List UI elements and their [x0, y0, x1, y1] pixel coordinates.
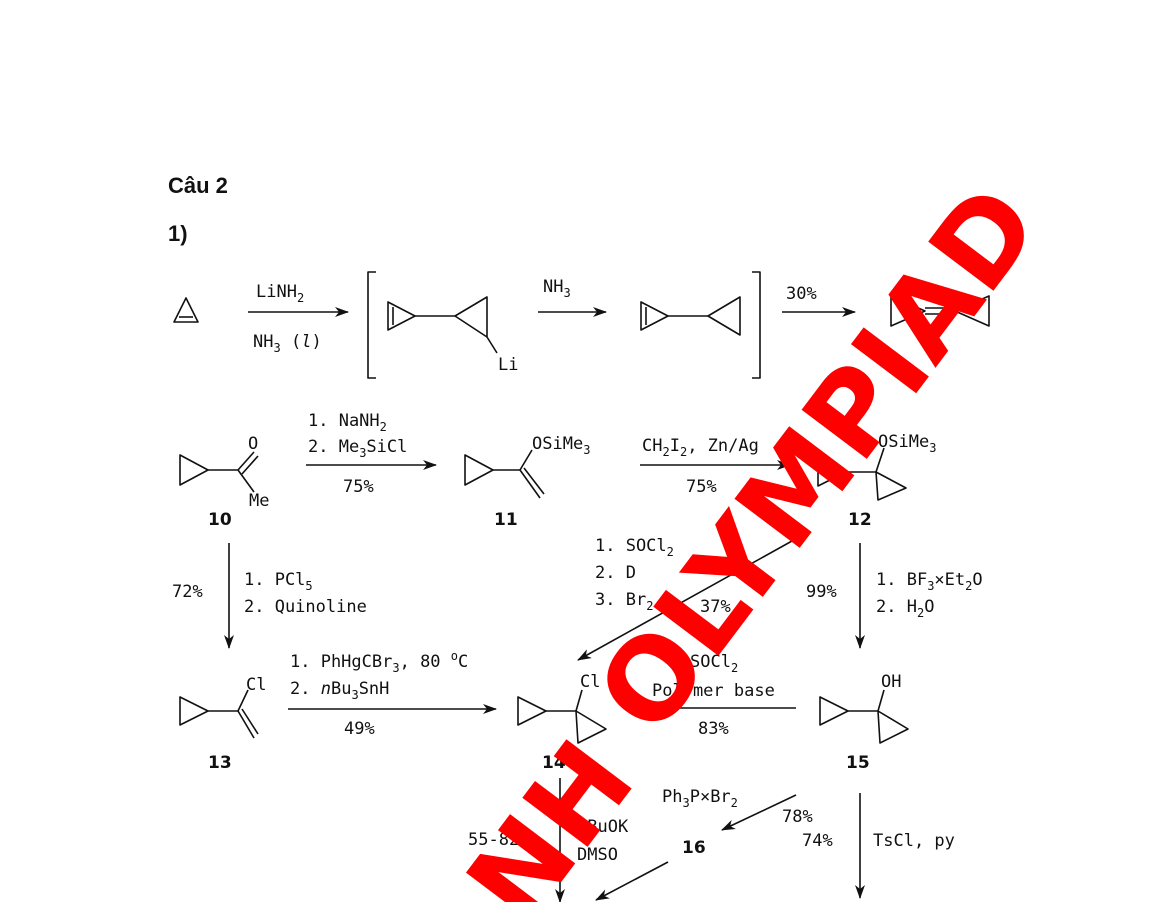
compound-15: OH 15 — [819, 672, 909, 773]
bicyclopropyl-ene — [640, 296, 741, 336]
yield-75-b: 75% — [686, 477, 717, 497]
bracket-right — [752, 271, 761, 379]
yield-74: 74% — [802, 831, 833, 851]
yield-99: 99% — [806, 582, 837, 602]
c12-osime3: OSiMe3 — [878, 432, 936, 455]
compound-10: O Me 10 — [179, 434, 269, 530]
label-nbu3snh: 2. nBu3SnH — [290, 679, 389, 702]
arrow-16-down — [595, 861, 669, 901]
label-linh2: LiNH2 — [256, 282, 304, 305]
label-14: 14 — [542, 753, 566, 773]
watermark-nh: NH — [443, 718, 660, 902]
intermediate-lithio: Li — [387, 296, 518, 375]
yield-72: 72% — [172, 582, 203, 602]
compound-12: OSiMe3 12 — [817, 432, 936, 530]
label-d: 2. D — [595, 563, 636, 583]
label-12: 12 — [848, 510, 872, 530]
label-bf3: 1. BF3×Et2O — [876, 570, 983, 593]
c15-hydroxyl: OH — [881, 672, 901, 692]
part-label: 1) — [168, 221, 188, 246]
c11-osime3: OSiMe3 — [532, 434, 590, 457]
label-13: 13 — [208, 753, 232, 773]
section-title: Câu 2 — [168, 173, 228, 198]
compound-13: Cl 13 — [179, 675, 266, 773]
label-10: 10 — [208, 510, 232, 530]
bracket-left — [367, 271, 376, 379]
label-polymer-base: Polymer base — [652, 681, 775, 701]
label-tbuok: tBuOK — [577, 817, 629, 837]
label-quinoline: 2. Quinoline — [244, 597, 367, 617]
c10-oxygen: O — [248, 434, 258, 454]
yield-55-82: 55-82% — [468, 830, 529, 850]
bicyclopropylidene — [890, 295, 990, 327]
label-dmso: DMSO — [577, 845, 618, 865]
arrow-15-16 — [721, 794, 797, 831]
label-br2: 3. Br2 — [595, 590, 653, 613]
label-ch2i2: CH2I2, Zn/Ag — [642, 436, 759, 459]
label-phhgcbr3: 1. PhHgCBr3, 80 oC — [290, 649, 468, 675]
label-nh3-liquid: NH3 (l) — [253, 332, 322, 355]
label-16: 16 — [682, 838, 706, 858]
yield-75-a: 75% — [343, 477, 374, 497]
arrow-12-14 — [577, 540, 793, 661]
watermark-olympiad: OLYMPIAD — [573, 163, 1065, 756]
c14-chlorine: Cl — [580, 672, 600, 692]
yield-78: 78% — [782, 807, 813, 827]
label-me3sicl: 2. Me3SiCl — [308, 437, 407, 460]
label-pcl5: 1. PCl5 — [244, 570, 313, 593]
label-nh3: NH3 — [543, 277, 571, 300]
label-nanh2: 1. NaNH2 — [308, 411, 387, 434]
label-15: 15 — [846, 753, 870, 773]
label-tscl-py: TsCl, py — [873, 831, 955, 851]
compound-11: OSiMe3 11 — [464, 434, 590, 530]
compound-14: Cl 14 — [517, 672, 607, 773]
label-h2o: 2. H2O — [876, 597, 934, 620]
lithium-label: Li — [498, 355, 518, 375]
label-socl2-a: 1. SOCl2 — [595, 536, 674, 559]
c13-chlorine: Cl — [246, 675, 266, 695]
label-11: 11 — [494, 510, 518, 530]
yield-49: 49% — [344, 719, 375, 739]
c10-methyl: Me — [249, 491, 269, 511]
cyclopropene — [173, 297, 199, 323]
yield-37: 37% — [700, 597, 731, 617]
yield-83: 83% — [698, 719, 729, 739]
watermark: OLYMPIAD NH — [443, 163, 1065, 902]
label-socl2-b: SOCl2 — [690, 652, 738, 675]
label-ph3pbr2: Ph3P×Br2 — [662, 787, 738, 810]
yield-30: 30% — [786, 284, 817, 304]
